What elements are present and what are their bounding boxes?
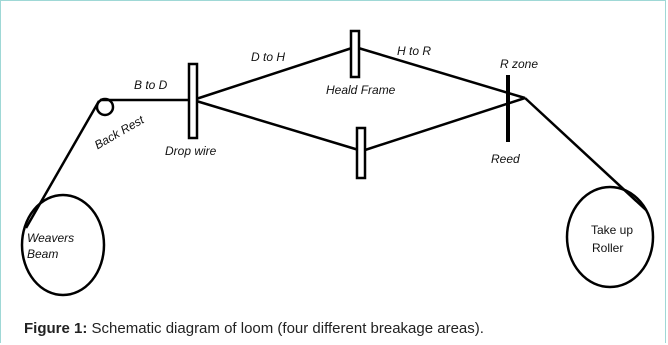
heald-frame-lower: [355, 126, 367, 180]
label-take-up-line2: Roller: [592, 241, 624, 255]
label-h-to-r: H to R: [397, 44, 432, 58]
label-take-up-line1: Take up: [591, 223, 634, 237]
label-d-to-h: D to H: [251, 50, 286, 64]
label-weavers-beam-line1: Weavers: [27, 231, 75, 245]
label-weavers-beam-line2: Beam: [27, 247, 59, 261]
figure-caption: Figure 1: Schematic diagram of loom (fou…: [24, 320, 484, 337]
label-heald-frame: Heald Frame: [326, 83, 396, 97]
label-b-to-d: B to D: [134, 78, 168, 92]
take-up-roller-circle: [565, 185, 655, 289]
warp-beam-to-backrest: [24, 100, 101, 229]
heald-frame-upper: [349, 29, 361, 79]
warp-upper-shed-1: [192, 45, 356, 102]
label-reed: Reed: [491, 152, 520, 166]
warp-lower-shed-1: [192, 98, 363, 153]
cloth-to-takeup: [524, 97, 647, 211]
caption-prefix: Figure 1:: [24, 320, 88, 337]
caption-text: Schematic diagram of loom (four differen…: [87, 320, 484, 337]
warp-lower-shed-2: [361, 96, 526, 153]
drop-wire-bar: [187, 62, 199, 140]
warp-upper-shed-2: [354, 45, 526, 100]
weavers-beam-circle: [20, 193, 106, 297]
label-r-zone: R zone: [500, 57, 539, 71]
label-drop-wire: Drop wire: [165, 144, 217, 158]
